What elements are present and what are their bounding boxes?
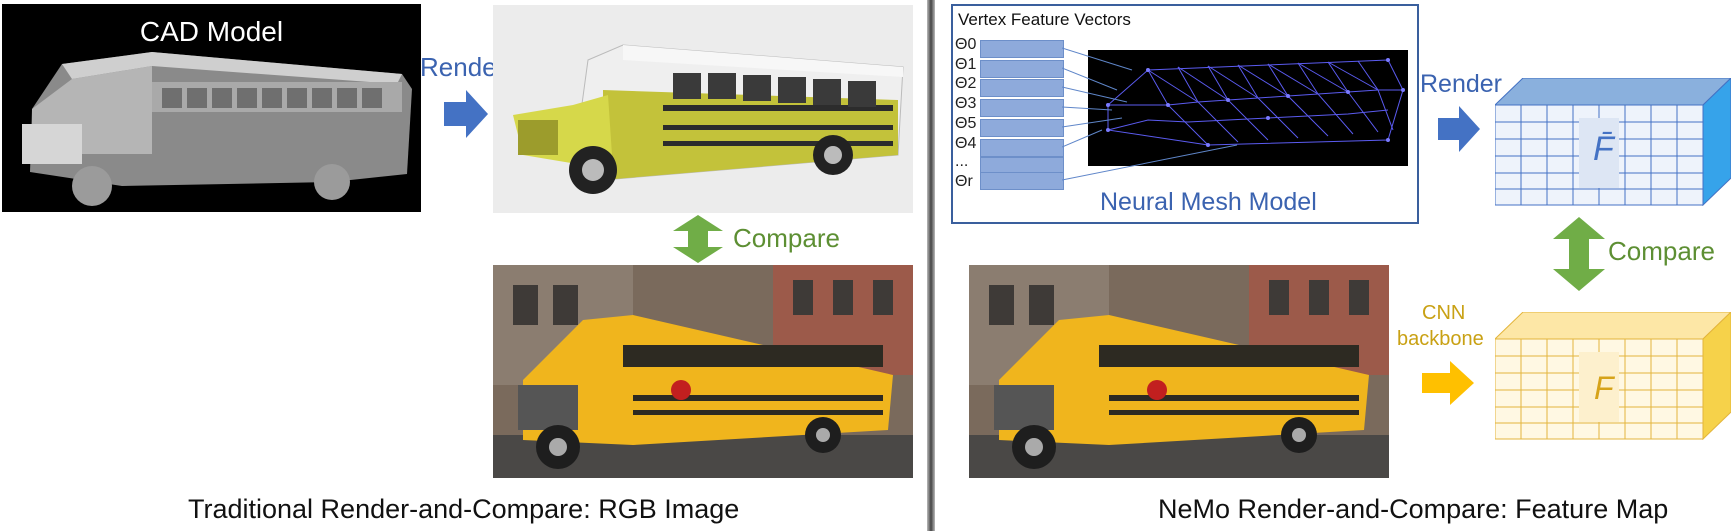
cad-model-title: CAD Model <box>139 16 284 47</box>
neural-mesh-model-label: Neural Mesh Model <box>1100 188 1317 216</box>
rendered-feature-map-box <box>1495 78 1731 206</box>
real-feature-symbol: F <box>1594 370 1614 406</box>
neural-mesh-image <box>1088 50 1408 166</box>
theta-label: Θ3 <box>955 95 977 112</box>
feature-vector-bar <box>980 40 1064 58</box>
double-vertical-arrow-icon <box>673 215 723 263</box>
feature-vector-bar <box>980 139 1064 157</box>
theta-label: Θ2 <box>955 75 977 92</box>
vertex-feature-vectors-title: Vertex Feature Vectors <box>958 10 1131 29</box>
left-caption: Traditional Render-and-Compare: RGB Imag… <box>188 494 740 524</box>
theta-label: Θ0 <box>955 36 977 53</box>
theta-label: Θr <box>955 173 973 190</box>
left-compare-label: Compare <box>733 223 840 253</box>
feature-vector-bar <box>980 79 1064 97</box>
backbone-label: backbone <box>1397 328 1484 350</box>
feature-vector-bar <box>980 99 1064 117</box>
rendered-feature-symbol: F̄ <box>1593 130 1614 168</box>
feature-vector-bar <box>980 119 1064 137</box>
right-render-label: Render <box>1420 70 1502 98</box>
cad-model-panel: CAD Model <box>2 4 421 212</box>
theta-label: Θ1 <box>955 56 977 73</box>
real-feature-map-box <box>1495 312 1731 440</box>
right-arrow-icon <box>1438 106 1480 152</box>
theta-label: Θ4 <box>955 135 977 152</box>
cad-bus-image <box>22 52 412 206</box>
right-arrow-icon <box>1422 361 1474 405</box>
cnn-label: CNN <box>1422 302 1466 324</box>
right-compare-label: Compare <box>1608 236 1715 266</box>
feature-vector-bar <box>980 60 1064 78</box>
theta-label: Θ5 <box>955 115 977 132</box>
right-arrow-icon <box>444 90 488 138</box>
section-divider <box>927 0 935 531</box>
rendered-bus-image <box>493 5 913 213</box>
vector-connector-lines <box>1062 47 1238 181</box>
real-bus-photo-right <box>969 265 1389 478</box>
left-render-label: Render <box>420 52 506 82</box>
real-bus-photo-left <box>493 265 913 478</box>
feature-vector-bar <box>980 172 1064 190</box>
theta-label: ... <box>955 153 969 170</box>
double-vertical-arrow-icon <box>1553 217 1605 291</box>
right-caption: NeMo Render-and-Compare: Feature Map <box>1158 494 1669 524</box>
